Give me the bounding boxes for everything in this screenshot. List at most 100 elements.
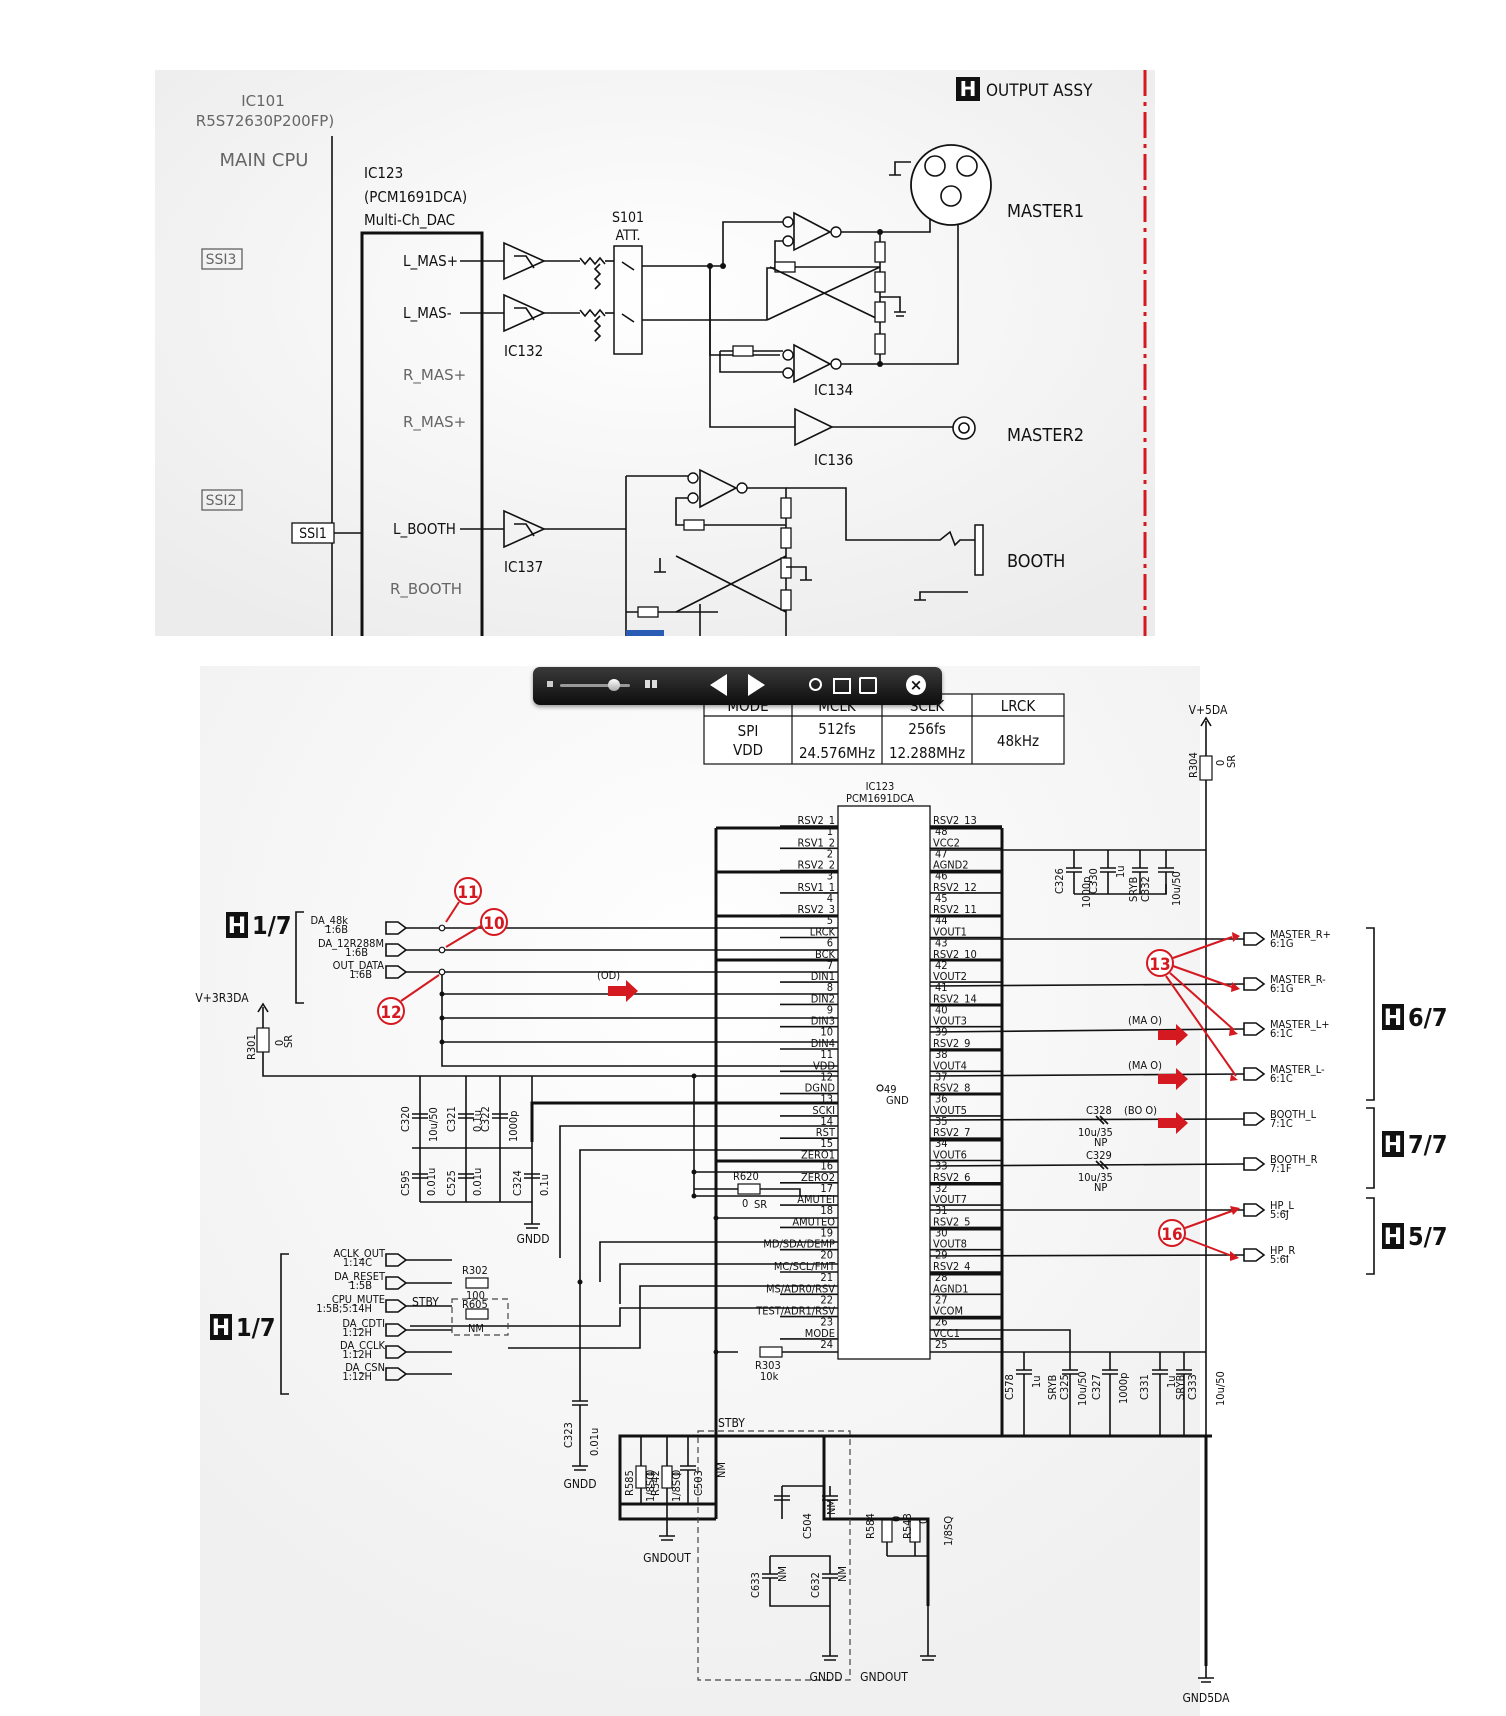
booth-in-b: [687, 492, 699, 504]
booth-res-1: [683, 519, 705, 531]
c323-value: 0.01u: [588, 1428, 601, 1456]
ssi2-label: SSI2: [206, 493, 237, 509]
table-header-lrck: LRCK: [1001, 697, 1037, 715]
prev-page-icon[interactable]: [710, 674, 727, 696]
r542-label: R542: [649, 1470, 662, 1496]
output-ref: 6:1G: [1270, 937, 1294, 950]
output-name: MASTER_R+: [1270, 928, 1331, 941]
r584-label: R584: [864, 1513, 877, 1539]
c326-value: 1000p: [1080, 877, 1093, 908]
h-badge-1-letter: H: [228, 914, 246, 939]
ic134-ground: [880, 296, 906, 317]
r620-resistor: [737, 1183, 761, 1195]
share-icon[interactable]: [859, 677, 877, 694]
ic134-in-top-a: [782, 216, 794, 228]
left-pin-number: 16: [820, 1160, 833, 1173]
table-lrck: 48kHz: [997, 732, 1039, 750]
stby-label-1: STBY: [412, 1295, 439, 1309]
c322-value: 1000p: [507, 1111, 520, 1142]
signal-name: DA_CSN: [345, 1361, 385, 1374]
c323-capacitor: [572, 1326, 588, 1471]
svg-text:10: 10: [483, 914, 504, 934]
right-pin-name: RSV2_12: [933, 881, 977, 894]
signal-ref: 1:12H: [342, 1326, 372, 1339]
next-page-icon[interactable]: [748, 674, 765, 696]
zoom-slider-thumb[interactable]: [608, 679, 620, 691]
ic134-res-4: [874, 271, 886, 293]
rsv-ground-ties-right: [930, 826, 1002, 962]
annotation-mao-2: (MA O): [1128, 1059, 1162, 1072]
signal-ref: 1:5B: [349, 1279, 372, 1292]
right-pin-number: 25: [935, 1338, 948, 1351]
zoom-slider[interactable]: [560, 679, 630, 691]
ic101-label: IC101: [241, 92, 285, 110]
grid-view-icon[interactable]: [645, 680, 659, 690]
book-icon[interactable]: [833, 678, 851, 694]
att-shunt-bot: [593, 315, 602, 342]
ground-jumpers: [635, 1436, 936, 1661]
v3r3da-label: V+3R3DA: [195, 991, 249, 1005]
zoom-icon[interactable]: [809, 678, 822, 691]
c321-label: C321: [445, 1106, 458, 1132]
output-ref: 5:6I: [1270, 1253, 1289, 1266]
marker-16: 16: [1158, 1206, 1240, 1261]
booth-out: [736, 482, 748, 494]
h-badge-67-letter: H: [1384, 1006, 1402, 1031]
right-pin-number: 42: [935, 959, 948, 972]
h-badge-top: [956, 77, 980, 101]
right-pin-number: 37: [935, 1070, 948, 1083]
ssi3-label: SSI3: [206, 252, 237, 268]
ssi1-label: SSI1: [299, 526, 327, 542]
r542-type: 1/8SQ: [670, 1472, 683, 1502]
output-name: HP_L: [1270, 1199, 1294, 1212]
signal-connector: [385, 1299, 408, 1313]
ic134-cross: [766, 266, 881, 321]
ic134-amp-bottom: [793, 343, 832, 384]
booth-amp2-stub: [699, 604, 718, 636]
r302-resistor: [465, 1277, 489, 1289]
r301-label: R301: [245, 1034, 258, 1060]
rsv-ground-ties-right2: [930, 1003, 1002, 1276]
c331-label: C331: [1138, 1374, 1151, 1400]
output-ref: 7:1F: [1270, 1162, 1292, 1175]
r304-value: 0: [1214, 760, 1227, 766]
left-pin-number: 24: [820, 1338, 833, 1351]
signal-connector: [385, 1323, 408, 1337]
c325-label: C325: [1058, 1374, 1071, 1400]
sig-da12r-ref: 1:6B: [345, 946, 368, 959]
c332-value: 10u/50: [1170, 871, 1183, 906]
pdf-viewer-toolbar: ×: [533, 667, 942, 705]
right-pin-name: VOUT3: [933, 1015, 967, 1028]
ssi2-port: [201, 489, 243, 511]
left-pin-number: 12: [820, 1070, 833, 1083]
r543-value: 0: [917, 1518, 930, 1524]
sig-outdata-name: OUT_DATA: [333, 959, 385, 972]
blue-highlight: [626, 630, 664, 636]
output-connector: [1243, 1248, 1266, 1262]
c333-value: 10u/50: [1214, 1371, 1227, 1406]
booth-jack-connector: [974, 524, 984, 576]
c325-type: SRYB: [1046, 1375, 1059, 1400]
r302-label: R302: [462, 1264, 488, 1277]
right-pin-name: RSV2_11: [933, 903, 977, 916]
left-pin-number: 19: [820, 1226, 833, 1239]
right-pin-name: VOUT7: [933, 1193, 967, 1206]
left-pin-name: RSV1_1: [798, 881, 835, 894]
marker-11: 11: [445, 877, 482, 923]
att-label: ATT.: [616, 228, 641, 244]
signal-name: DA_RESET: [334, 1270, 386, 1283]
c328-label: C328: [1086, 1104, 1112, 1117]
c504-label: C504: [801, 1513, 814, 1539]
page-size-small-icon[interactable]: [547, 681, 553, 687]
signal-ref: 1:5B;5:14H: [316, 1302, 372, 1315]
l-mas-plus-label: L_MAS+: [403, 252, 458, 271]
close-icon[interactable]: ×: [906, 675, 926, 695]
flow-arrow-mao-1: [1158, 1024, 1188, 1046]
ic134-label: IC134: [814, 381, 853, 399]
l-mas-minus-label: L_MAS-: [403, 304, 452, 323]
left-pin-name: DIN1: [811, 970, 835, 983]
right-pin-number: 35: [935, 1115, 948, 1128]
right-pin-name: RSV2_5: [933, 1215, 970, 1228]
output-connector: [1243, 977, 1266, 991]
right-output-signals: MASTER_R+6:1GMASTER_R-6:1GMASTER_L+6:1CM…: [929, 928, 1331, 1266]
